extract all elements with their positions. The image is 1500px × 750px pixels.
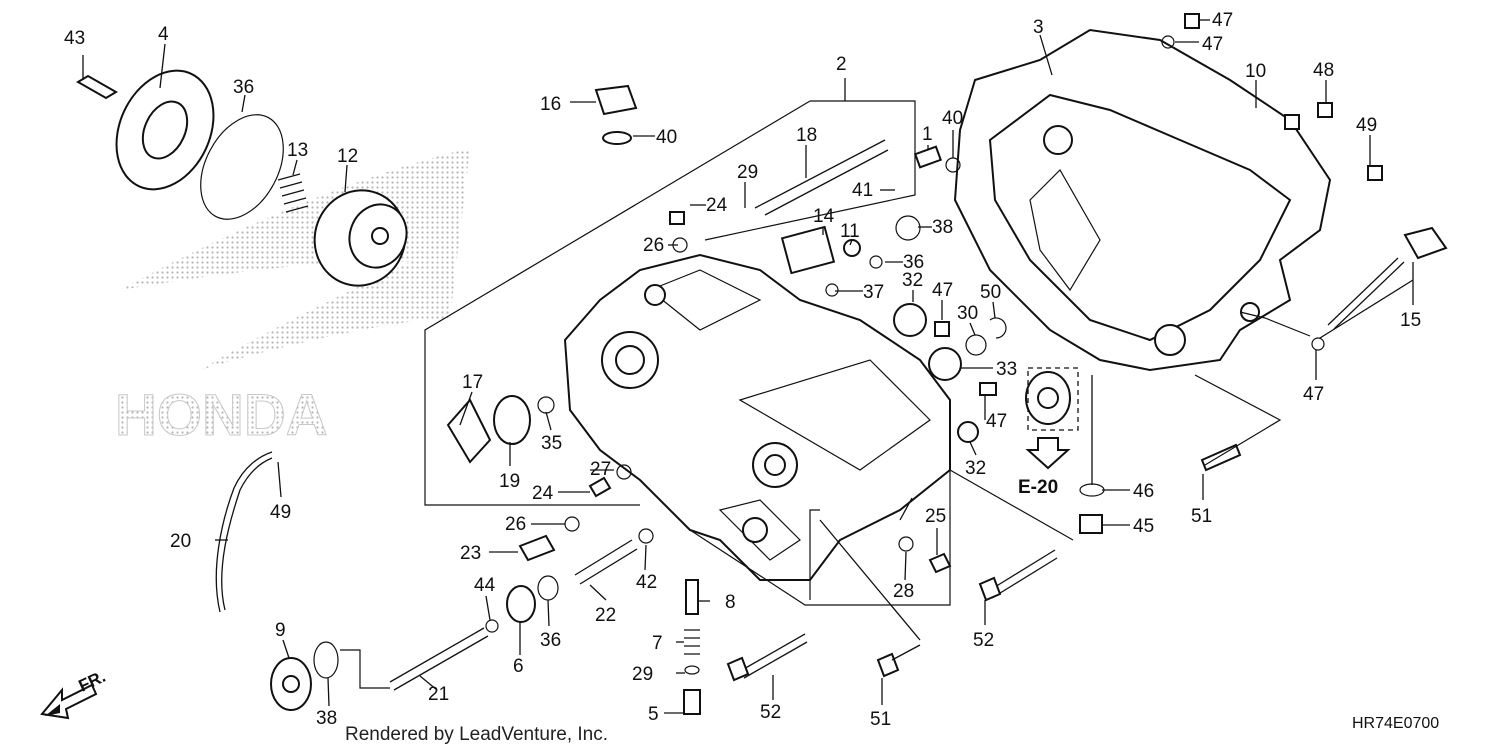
callout: 52 (973, 630, 994, 651)
callout: 32 (902, 270, 923, 291)
callout: 38 (932, 217, 953, 238)
callout: 44 (474, 575, 496, 596)
callout-labels: 43 4 36 13 12 16 40 2 18 29 24 26 14 11 … (64, 10, 1421, 730)
callout: 2 (836, 54, 847, 75)
callout: 24 (532, 483, 554, 504)
callout: 47 (1202, 34, 1223, 55)
leader-lines (82, 19, 1414, 714)
callout: 16 (540, 94, 561, 115)
callout: 21 (428, 684, 449, 705)
callout: 40 (656, 127, 677, 148)
callout: 40 (942, 108, 963, 129)
callout: 11 (840, 221, 860, 242)
callout: 49 (270, 502, 291, 523)
callout: 6 (513, 656, 524, 677)
callout: 47 (932, 280, 953, 301)
callout: 4 (158, 24, 169, 45)
callout: 36 (903, 252, 924, 273)
callout: 47 (1212, 10, 1233, 31)
diagram-code: HR74E0700 (1352, 715, 1439, 732)
callout: 24 (706, 195, 728, 216)
callout: 8 (725, 592, 736, 613)
callout: 12 (337, 146, 358, 167)
callout: 47 (986, 411, 1007, 432)
spring (277, 173, 309, 213)
front-direction-arrow: FR. (40, 667, 109, 720)
rear-crankcase-cover (563, 253, 951, 581)
callout: 36 (540, 630, 561, 651)
callout: 43 (64, 28, 85, 49)
callout: 18 (796, 125, 817, 146)
callout: 23 (460, 543, 481, 564)
callout: 42 (636, 572, 657, 593)
callout: 29 (632, 664, 653, 685)
brand-watermark-text: HONDA (115, 383, 328, 448)
section-reference[interactable]: E-20 (1018, 477, 1058, 498)
oil-filter-cover (115, 69, 215, 191)
callout: 51 (1191, 506, 1212, 527)
callout: 51 (870, 709, 891, 730)
callout: 3 (1033, 17, 1044, 38)
callout: 27 (590, 459, 611, 480)
o-ring-large (200, 114, 284, 220)
callout: 47 (1303, 384, 1324, 405)
callout: 32 (965, 458, 986, 479)
callout: 10 (1245, 61, 1266, 82)
callout: 7 (652, 633, 663, 654)
footer-credit: Rendered by LeadVenture, Inc. (345, 724, 608, 745)
callout: 9 (275, 620, 286, 641)
callout: 14 (813, 206, 835, 227)
callout: 26 (505, 514, 526, 535)
callout: 49 (1356, 115, 1377, 136)
callout: 38 (316, 708, 337, 729)
oil-filter (313, 189, 408, 287)
callout: 41 (852, 180, 873, 201)
callout: 25 (925, 506, 946, 527)
callout: 33 (996, 359, 1017, 380)
callout: 5 (648, 704, 659, 725)
callout: 1 (922, 124, 933, 145)
callout: 28 (893, 581, 914, 602)
callout: 22 (595, 605, 616, 626)
callout: 45 (1133, 516, 1154, 537)
case-cover-gasket (953, 28, 1332, 372)
callout: 50 (980, 282, 1001, 303)
callout: 48 (1313, 60, 1334, 81)
callout: 46 (1133, 481, 1154, 502)
callout: 19 (499, 471, 520, 492)
callout: 35 (541, 433, 562, 454)
small-parts (76, 13, 1448, 715)
callout: 52 (760, 702, 781, 723)
callout: 26 (643, 235, 664, 256)
callout: 37 (863, 282, 884, 303)
callout: 17 (462, 372, 483, 393)
callout: 20 (170, 531, 191, 552)
callout: 36 (233, 77, 254, 98)
callout: 29 (737, 162, 758, 183)
callout: 13 (287, 140, 308, 161)
callout: 30 (957, 303, 978, 324)
callout: 15 (1400, 310, 1421, 331)
